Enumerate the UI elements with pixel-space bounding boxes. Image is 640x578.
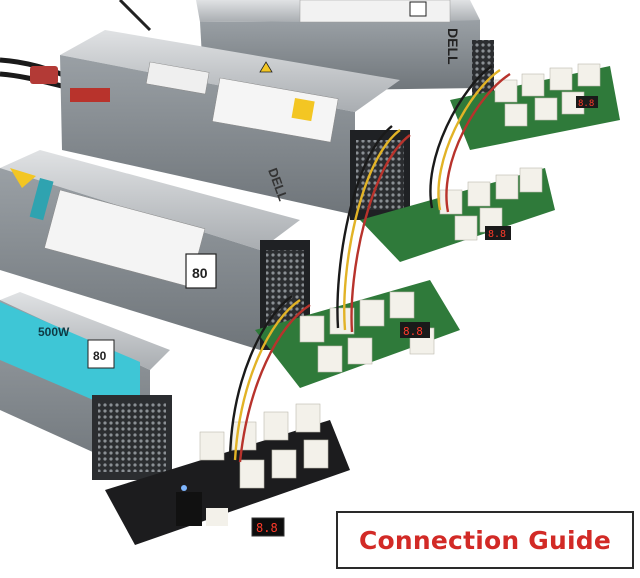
- board1-display: 8.8: [578, 99, 594, 109]
- psu4-watts: 500W: [38, 325, 70, 339]
- psu-2: DELL: [60, 30, 410, 220]
- board2-display: 8.8: [488, 229, 506, 240]
- breakout-board-3: 8.8: [255, 280, 460, 388]
- connection-guide-caption: Connection Guide: [336, 511, 634, 569]
- breakout-board-1: 8.8: [450, 63, 620, 150]
- red-plug-icon: [30, 66, 58, 84]
- wire-harnesses: [228, 65, 511, 463]
- board3-display: 8.8: [403, 325, 423, 338]
- board4-display: 8.8: [256, 521, 278, 535]
- psu3-badge: 80: [192, 265, 208, 281]
- psu-4: 500W 80: [0, 292, 172, 480]
- psu4-badge: 80: [93, 349, 107, 363]
- breakout-board-4: 8.8: [105, 403, 350, 545]
- caption-text: Connection Guide: [358, 525, 612, 555]
- psu1-brand: DELL: [445, 28, 461, 65]
